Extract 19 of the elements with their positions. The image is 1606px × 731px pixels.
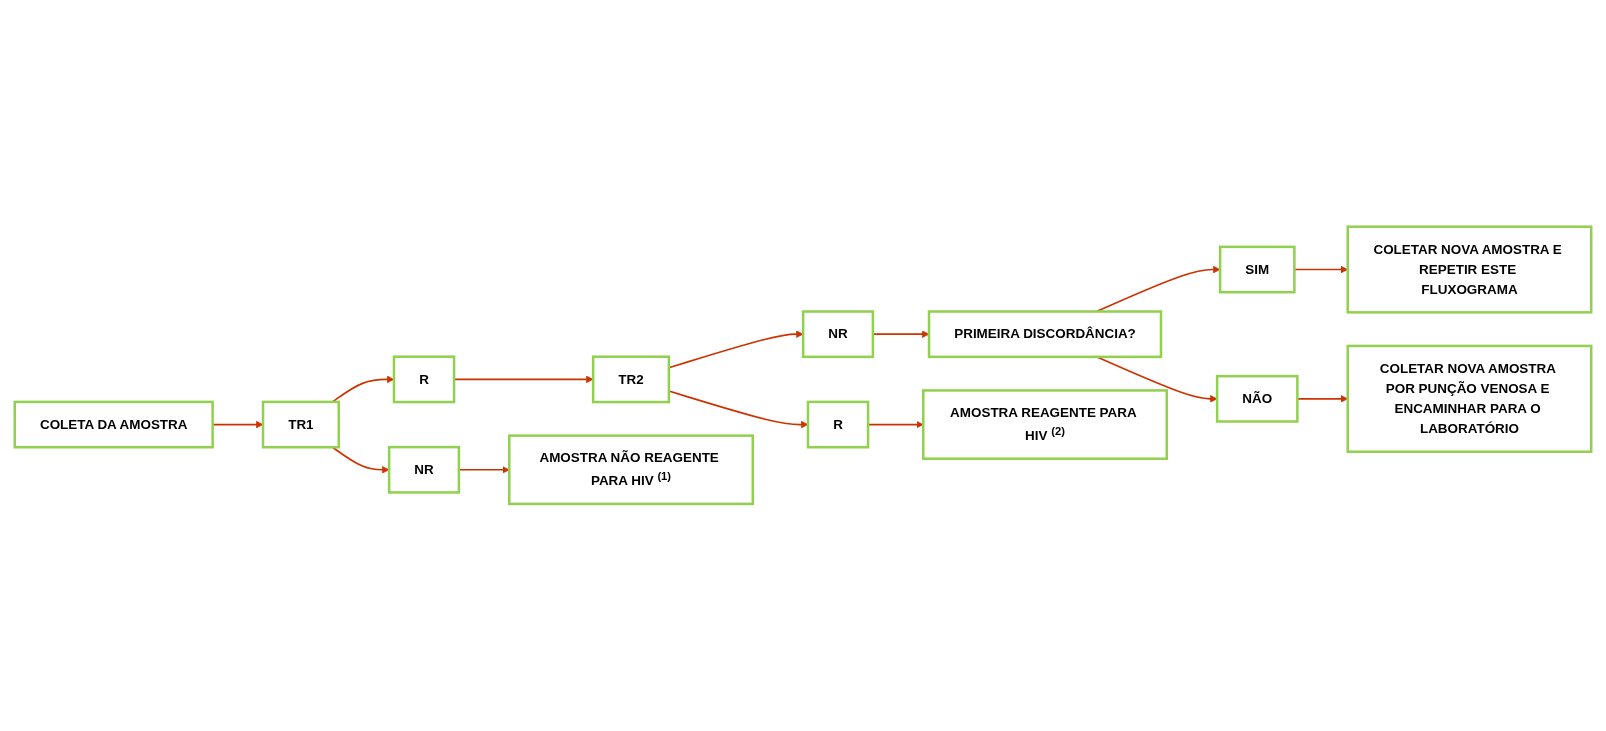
node-box: COLETA DA AMOSTRA xyxy=(13,400,214,449)
arrow xyxy=(331,375,395,403)
node-box: AMOSTRA REAGENTE PARA HIV $^{(2)}$ xyxy=(922,389,1169,461)
node-box: TR2 xyxy=(591,355,671,404)
node-box: AMOSTRA NÃO REAGENTE PARA HIV $^{(1)}$ xyxy=(508,434,755,506)
arrow xyxy=(668,390,809,429)
node-box: COLETAR NOVA AMOSTRA POR PUNÇÃO VENOSA E ENCAMINHAR PARA O LABORATÓRIO xyxy=(1346,344,1593,454)
node-box: NR xyxy=(801,310,875,359)
node-box: TR1 xyxy=(261,400,341,449)
node-box: R xyxy=(392,355,456,404)
arrow xyxy=(668,330,804,369)
arrow xyxy=(458,466,510,474)
node-box: COLETAR NOVA AMOSTRA E REPETIR ESTE FLUXOGRAMA xyxy=(1346,225,1593,314)
node-box: R xyxy=(806,400,870,449)
arrow xyxy=(872,330,930,339)
node-box: SIM xyxy=(1218,245,1296,294)
node-box: NR xyxy=(387,446,461,494)
node-box: PRIMEIRA DISCORDÂNCIA? xyxy=(927,310,1163,359)
node-box: NÃO xyxy=(1215,375,1299,423)
